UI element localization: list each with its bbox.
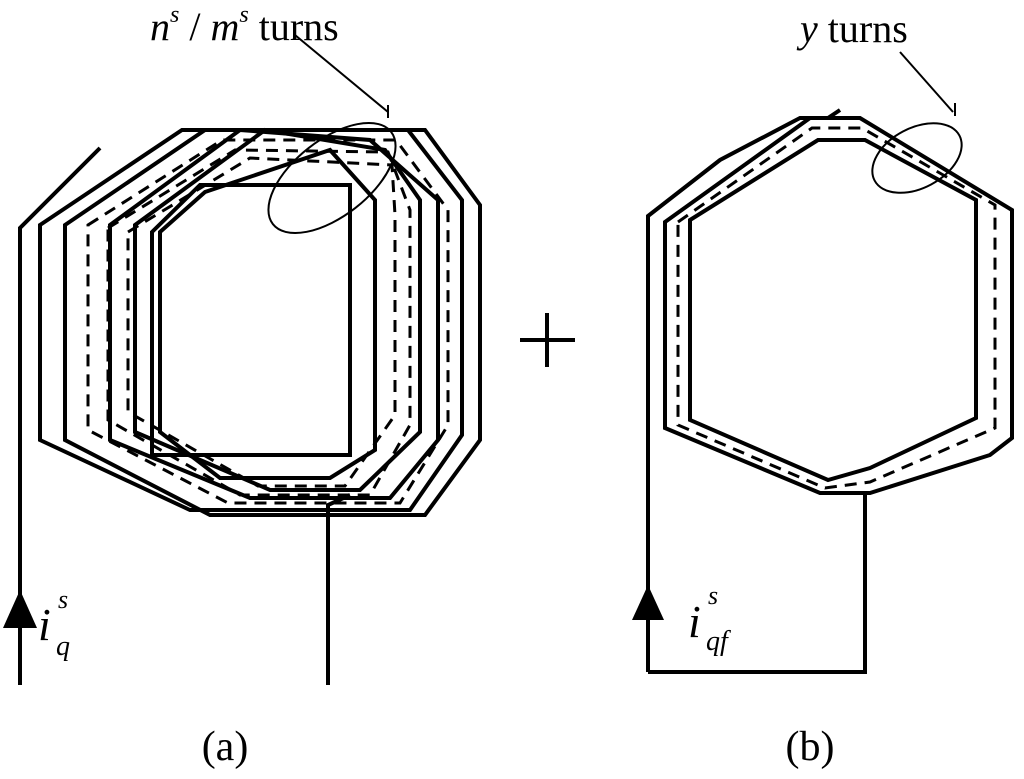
panel-a-coil-dashed-1	[86, 138, 450, 505]
panel-b-label-pointer	[899, 51, 954, 113]
panel-b-coil-dashed	[676, 126, 997, 490]
panel-a-current-sup: s	[58, 585, 68, 614]
panel-a-lead-in	[18, 146, 102, 685]
panel-a-winding	[3, 34, 482, 685]
panel-b-current-arrow-icon	[632, 585, 664, 620]
panel-a-coil-core	[158, 147, 377, 480]
panel-a-coil-2	[63, 128, 482, 517]
panel-a-coil-4	[133, 127, 422, 492]
panel-a-coil-dashed-3	[126, 156, 397, 488]
panel-b-current-sub: qf	[706, 626, 731, 657]
panel-a-current-arrow-icon	[3, 590, 37, 628]
panel-b-coil-inner	[688, 138, 978, 483]
panel-b-winding	[632, 51, 1014, 674]
panel-a-caption: (a)	[202, 724, 249, 770]
panel-a-lead-out	[326, 493, 351, 685]
panel-b-turns-label: y turns	[796, 6, 908, 51]
panel-b-current-label: i	[688, 596, 701, 647]
panel-a-coil-inner	[150, 183, 352, 457]
operator-text: +	[538, 372, 539, 373]
panel-a-current-sub: q	[56, 631, 70, 662]
panel-b-current-sup: s	[708, 581, 718, 610]
panel-b-turns-ellipse	[871, 122, 963, 194]
panel-a-coil-dashed-2	[106, 148, 412, 497]
panel-b-coil-outer	[663, 116, 1014, 495]
panel-a-turns-label: ns / ms turns	[150, 2, 339, 49]
panel-a-label-pointer	[294, 34, 389, 113]
panel-a-turns-ellipse	[267, 121, 397, 235]
panel-a-current-label: i	[38, 599, 51, 650]
plus-operator-icon	[520, 313, 575, 367]
panel-b-lead-return	[648, 493, 867, 674]
panel-b-caption: (b)	[786, 724, 835, 770]
